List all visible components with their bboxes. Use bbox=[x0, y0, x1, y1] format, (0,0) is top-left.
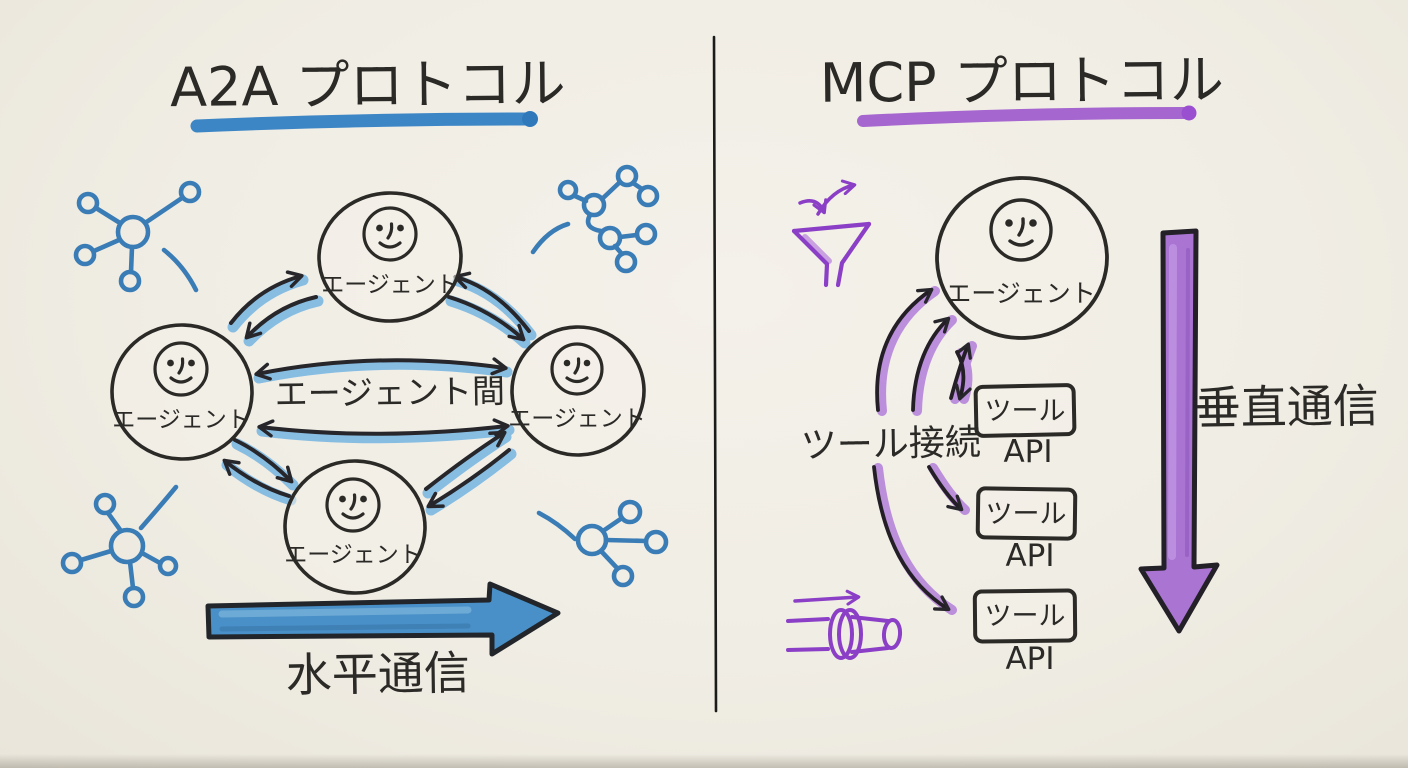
tool-connection-arrows bbox=[872, 287, 972, 612]
agent-label: エージェント bbox=[112, 407, 250, 433]
tool-box-label: ツール bbox=[985, 601, 1066, 632]
agent-label: エージェント bbox=[508, 406, 646, 432]
agent-face-icon bbox=[989, 198, 1053, 262]
mcp-agent-node: エージェント bbox=[935, 176, 1109, 340]
agent-face-icon bbox=[325, 477, 381, 533]
mcp-title-underline bbox=[857, 105, 1197, 127]
mcp-panel: MCP プロトコル エージェント bbox=[786, 48, 1379, 677]
network-branch-icon bbox=[536, 499, 669, 588]
inter-agent-arrows bbox=[222, 270, 531, 509]
vertical-flow-label: 垂直通信 bbox=[1194, 379, 1379, 436]
agent-node-top: エージェント bbox=[317, 191, 463, 323]
a2a-title: A2A プロトコル bbox=[170, 52, 566, 119]
tool-box-label: ツール bbox=[985, 396, 1066, 427]
agent-node-left: エージェント bbox=[110, 323, 254, 461]
network-hub-icon bbox=[73, 180, 202, 293]
horizontal-flow-label: 水平通信 bbox=[285, 646, 470, 703]
vertical-flow-arrow bbox=[1138, 228, 1220, 634]
agent-label: エージェント bbox=[321, 272, 459, 298]
agent-face-icon bbox=[362, 206, 418, 262]
tool-box-3: ツール API bbox=[972, 588, 1078, 677]
api-label: API bbox=[1005, 538, 1054, 574]
funnel-icon bbox=[791, 179, 872, 288]
tool-connection-label: ツール接続 bbox=[800, 422, 981, 466]
agent-label: エージェント bbox=[946, 279, 1096, 308]
a2a-panel: A2A プロトコル bbox=[60, 52, 669, 703]
agent-node-bottom: エージェント bbox=[283, 459, 427, 595]
horizontal-flow-arrow bbox=[205, 581, 561, 657]
tool-box-1: ツール API bbox=[973, 383, 1077, 470]
agent-node-right: エージェント bbox=[508, 325, 646, 457]
api-label: API bbox=[1005, 641, 1054, 677]
tool-box-2: ツール API bbox=[975, 486, 1078, 574]
agent-face-icon bbox=[550, 342, 604, 396]
api-label: API bbox=[1003, 434, 1052, 470]
mcp-title: MCP プロトコル bbox=[820, 48, 1225, 115]
network-branch-icon bbox=[530, 164, 660, 274]
pipe-icon bbox=[786, 589, 903, 660]
agent-face-icon bbox=[153, 341, 209, 397]
a2a-title-underline bbox=[190, 111, 538, 133]
inter-agent-label: エージェント間 bbox=[274, 371, 505, 413]
tool-box-label: ツール bbox=[986, 499, 1067, 530]
panel-divider bbox=[712, 35, 718, 713]
agent-label: エージェント bbox=[284, 542, 422, 568]
network-hub-icon bbox=[60, 484, 179, 609]
